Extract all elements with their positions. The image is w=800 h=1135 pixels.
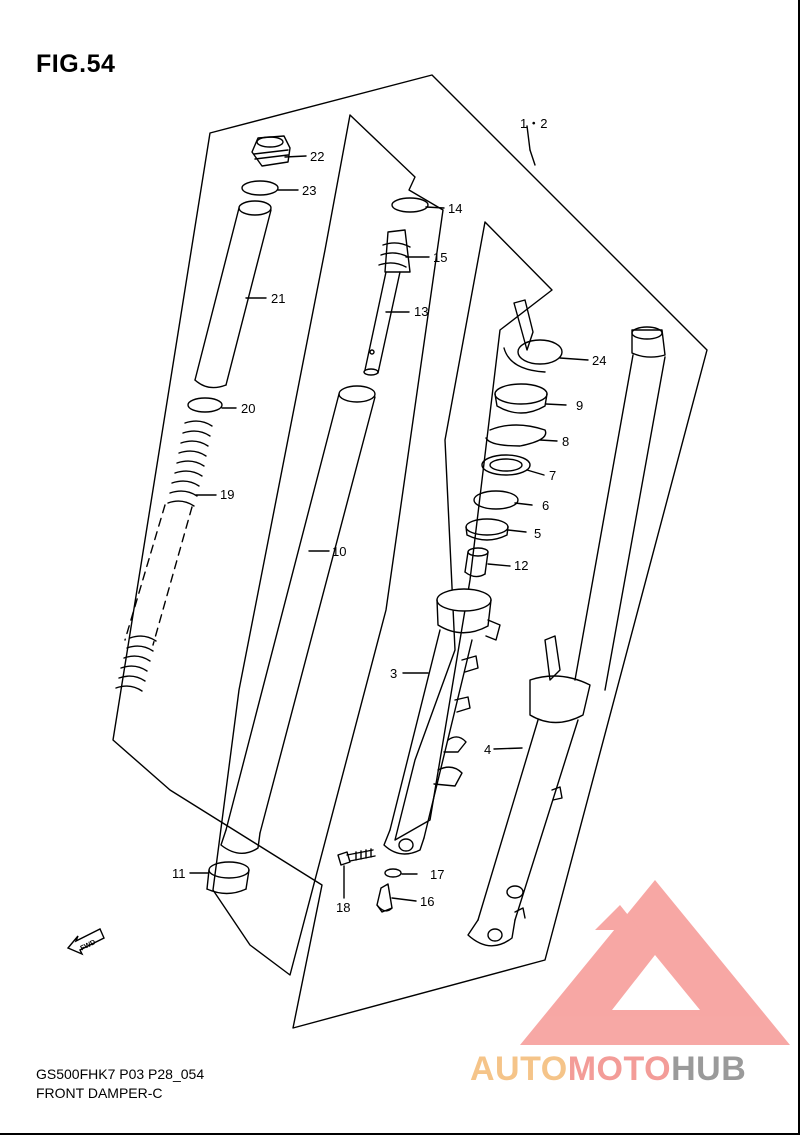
callout-3: 3 [390,666,397,681]
callout-18: 18 [336,900,350,915]
oil-lock-piece-part [464,547,489,578]
callout-13: 13 [414,304,428,319]
callout-7: 7 [549,468,556,483]
callout-8: 8 [562,434,569,449]
callout-6: 6 [542,498,549,513]
spacer-tube-part [194,200,272,389]
fwd-arrow-icon: FWD [66,928,105,956]
figure-caption: FRONT DAMPER-C [36,1085,163,1101]
callout-14: 14 [448,201,462,216]
oil-seal-part [481,454,531,476]
callout-22: 22 [310,149,324,164]
outer-tube-left-part [383,588,501,855]
washer-part [187,397,223,413]
figure-title: FIG.54 [36,50,116,78]
watermark-text: AUTOMOTOHUB [470,1050,746,1089]
callout-1-2: 1・2 [520,116,547,131]
watermark-auto: AUTO [470,1050,568,1088]
automotohub-logo-icon [520,880,790,1045]
callout-24: 24 [592,353,606,368]
watermark-hub: HUB [671,1050,747,1088]
callout-16: 16 [420,894,434,909]
inner-tube-part [220,385,376,854]
callout-15: 15 [433,250,447,265]
callout-19: 19 [220,487,234,502]
callout-10: 10 [332,544,346,559]
damper-bolt-part [376,883,393,913]
dust-seal-part [494,383,548,414]
outer-tube-right-part [467,326,666,947]
callout-12: 12 [514,558,528,573]
stopper-ring-part [485,424,547,447]
callout-5: 5 [534,526,541,541]
assembly-outline-tube [394,221,553,841]
callout-4: 4 [484,742,491,757]
callout-21: 21 [271,291,285,306]
dust-boot-part [503,299,563,373]
axle-holder-bolt-part [337,848,376,866]
callout-11: 11 [172,866,186,881]
bolt-washer-part [384,868,402,878]
assembly-outline-inner [212,114,444,976]
circlip-part [391,197,429,213]
callout-20: 20 [241,401,255,416]
assembly-outline-outer [112,74,708,1029]
callout-23: 23 [302,183,316,198]
o-ring-part [241,180,279,196]
callout-17: 17 [430,867,444,882]
cap-bolt-part [251,135,291,167]
slide-bushing-part [206,861,250,895]
damper-rod-part [363,229,411,376]
model-code: GS500FHK7 P03 P28_054 [36,1066,205,1082]
seal-washer-part [473,490,519,510]
guide-bushing-part [465,518,509,541]
fork-spring-part [115,420,213,692]
callout-9: 9 [576,398,583,413]
watermark-moto: MOTO [567,1050,672,1088]
